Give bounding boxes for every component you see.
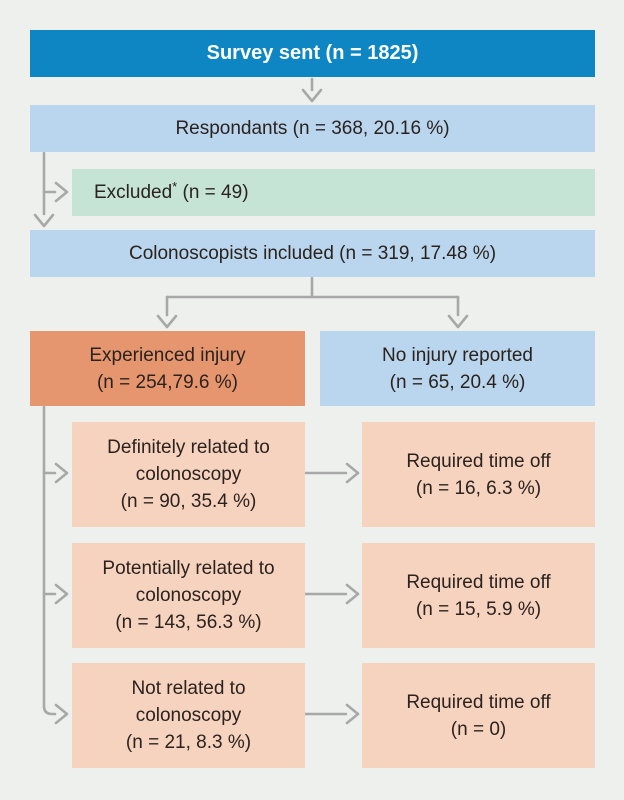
node-survey-sent: Survey sent (n = 1825) xyxy=(30,30,595,77)
node-definitely-related: Definitely related to colonoscopy (n = 9… xyxy=(72,422,305,527)
arrow-injury-drop xyxy=(42,405,69,725)
node-no-injury-reported: No injury reported (n = 65, 20.4 %) xyxy=(320,331,595,406)
node-excluded: Excluded* (n = 49) xyxy=(72,169,595,216)
node-respondants: Respondants (n = 368, 20.16 %) xyxy=(30,105,595,152)
node-label: Colonoscopists included (n = 319, 17.48 … xyxy=(128,243,497,264)
node-label: Survey sent (n = 1825) xyxy=(206,42,419,64)
arrow-survey-to-respondants xyxy=(301,77,323,103)
node-label: Respondants (n = 368, 20.16 %) xyxy=(175,118,450,139)
node-time-off-potentially: Required time off (n = 15, 5.9 %) xyxy=(362,543,595,648)
arrow-branch-to-excluded xyxy=(42,181,69,203)
arrow-cause-to-outcome xyxy=(303,462,360,725)
node-time-off-definitely: Required time off (n = 16, 6.3 %) xyxy=(362,422,595,527)
arrow-respondants-to-included xyxy=(33,151,55,228)
node-experienced-injury: Experienced injury (n = 254,79.6 %) xyxy=(30,331,305,406)
node-label: Excluded* (n = 49) xyxy=(94,179,249,203)
node-potentially-related: Potentially related to colonoscopy (n = … xyxy=(72,543,305,648)
node-colonoscopists-included: Colonoscopists included (n = 319, 17.48 … xyxy=(30,230,595,277)
node-not-related: Not related to colonoscopy (n = 21, 8.3 … xyxy=(72,663,305,768)
arrow-included-split xyxy=(156,276,469,329)
footnote-asterisk: * xyxy=(172,179,178,194)
node-time-off-not-related: Required time off (n = 0) xyxy=(362,663,595,768)
